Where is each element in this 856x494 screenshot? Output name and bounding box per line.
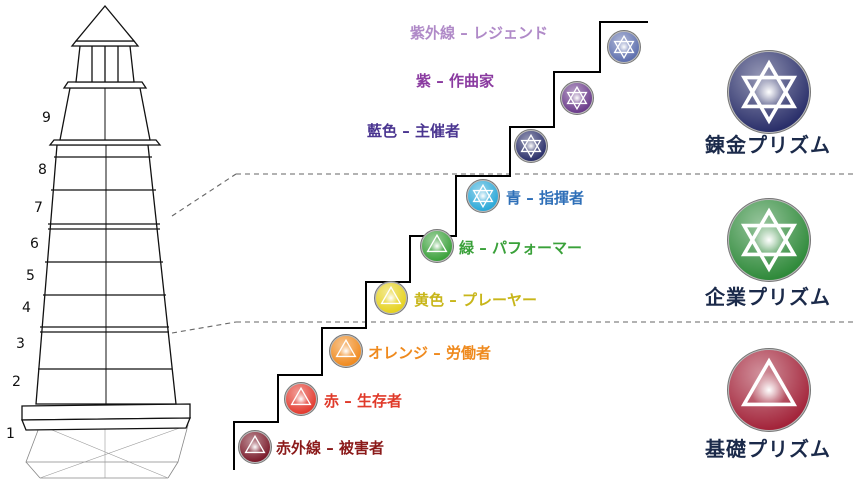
staircase — [233, 21, 648, 470]
level-item: 赤 – 生存者 — [284, 382, 402, 416]
prism-group: 錬金プリズム — [705, 50, 831, 157]
level-label: オレンジ – 労働者 — [368, 344, 491, 362]
level-label: 緑 – パフォーマー — [459, 239, 582, 257]
level-label: 赤 – 生存者 — [324, 392, 402, 410]
star-prism-icon — [727, 198, 811, 282]
triangle-prism-icon — [727, 348, 811, 432]
prism-group: 企業プリズム — [704, 198, 831, 309]
floor-number: 4 — [22, 300, 31, 316]
floor-number: 6 — [30, 236, 39, 252]
tower-slab — [21, 403, 191, 421]
level-label: 紫 – 作曲家 — [416, 72, 494, 90]
level-item: 黄色 – プレーヤー — [374, 281, 537, 315]
tower-illustration — [21, 4, 191, 479]
level-label: 紫外線 – レジェンド — [410, 24, 548, 42]
star-prism-icon — [514, 129, 548, 163]
prism-title: 錬金プリズム — [705, 133, 831, 157]
floor-number: 9 — [42, 110, 51, 126]
floor-number: 8 — [38, 162, 47, 178]
prism-separators — [171, 173, 856, 334]
level-item: 藍色 – 主催者 — [367, 122, 548, 163]
tower-roof — [74, 4, 136, 42]
levels: 赤外線 – 被害者 赤 – 生存者 オレンジ – 労働者 黄色 – プレーヤー 緑 – … — [238, 24, 641, 464]
floor-number: 7 — [34, 200, 43, 216]
floor-number: 2 — [12, 374, 21, 390]
level-label: 藍色 – 主催者 — [367, 122, 460, 140]
level-item: 紫 – 作曲家 — [416, 72, 594, 115]
level-label: 青 – 指揮者 — [506, 189, 584, 207]
tower-base — [25, 424, 189, 479]
floor-numbers: 1 2 3 4 5 6 7 8 9 — [6, 110, 51, 442]
level-label: 赤外線 – 被害者 — [276, 439, 384, 457]
prism-title: 企業プリズム — [704, 285, 831, 309]
level-label: 黄色 – プレーヤー — [414, 291, 537, 309]
star-prism-icon — [466, 179, 500, 213]
level-item: オレンジ – 労働者 — [329, 334, 491, 368]
floor-number: 1 — [6, 426, 15, 442]
prism-title: 基礎プリズム — [705, 437, 831, 461]
level-item: 紫外線 – レジェンド — [410, 24, 641, 64]
floor-number: 5 — [26, 268, 35, 284]
level-item: 青 – 指揮者 — [466, 179, 584, 213]
level-item: 赤外線 – 被害者 — [238, 430, 384, 464]
triangle-prism-icon — [329, 334, 363, 368]
star-prism-icon — [727, 50, 811, 134]
triangle-prism-icon — [420, 229, 454, 263]
triangle-prism-icon — [374, 281, 408, 315]
floor-number: 3 — [16, 336, 25, 352]
star-prism-icon — [560, 81, 594, 115]
triangle-prism-icon — [284, 382, 318, 416]
prism-group: 基礎プリズム — [705, 348, 831, 461]
level-item: 緑 – パフォーマー — [420, 229, 582, 263]
triangle-prism-icon — [238, 430, 272, 464]
star-prism-icon — [607, 30, 641, 64]
